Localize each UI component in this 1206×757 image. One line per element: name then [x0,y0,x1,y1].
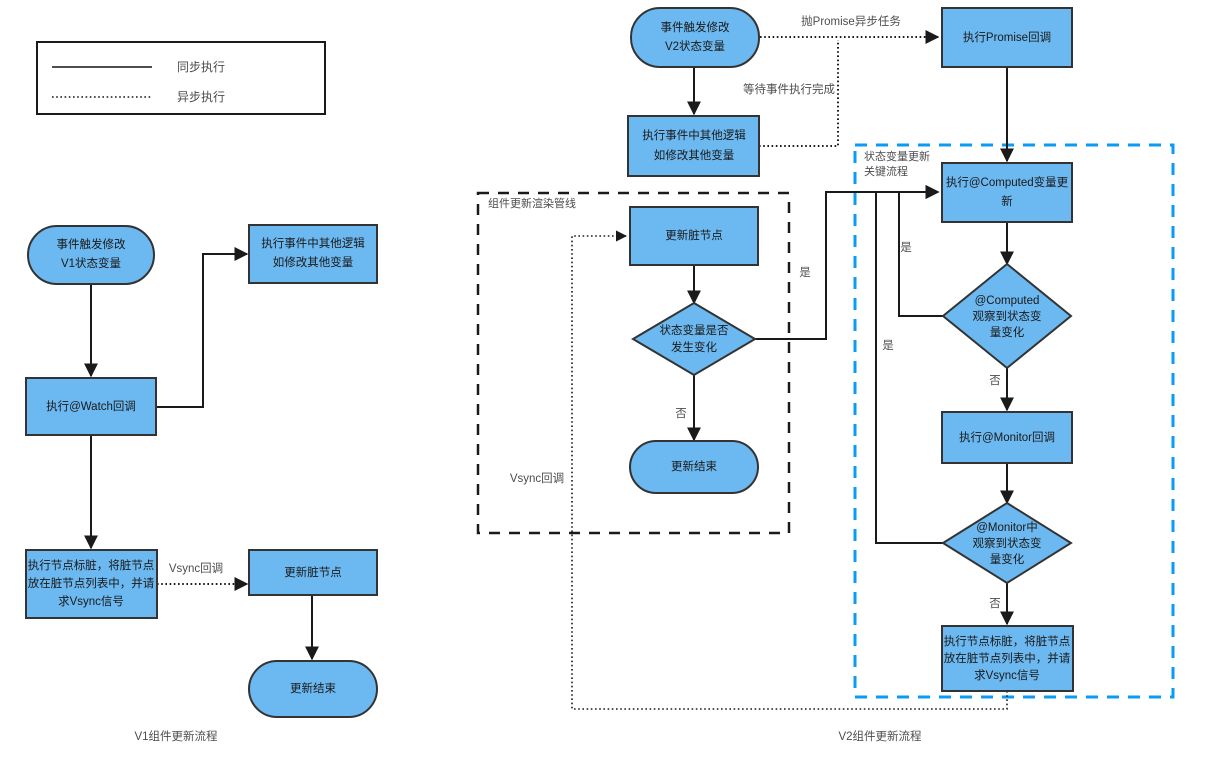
v2-node-computed-diamond-line1: @Computed [975,295,1040,307]
v2-node-update-dirty: 更新脏节点 [629,206,759,266]
v2-node-monitor-diamond-line3: 量变化 [990,552,1025,566]
v2-node-dirty-mark-line2: 放在脏节点列表中，并请 [944,651,1071,665]
v1-node-dirty-mark: 执行节点标脏，将脏节点 放在脏节点列表中，并请 求Vsync信号 [25,549,158,619]
pipeline-dashed-box [476,191,791,535]
v2-edge-label-vsync-callback: Vsync回调 [510,472,564,485]
v1-node-update-dirty: 更新脏节点 [248,549,378,596]
v2-node-start-line1: 事件触发修改 [661,20,730,34]
v2-node-update-dirty-label: 更新脏节点 [665,228,723,242]
v2-node-computed-diamond-line2: 观察到状态变 [973,309,1042,323]
v1-node-end-label: 更新结束 [290,681,336,695]
v2-node-dirty-mark-line1: 执行节点标脏，将脏节点 [944,634,1071,648]
v1-node-start-line2: V1状态变量 [61,256,121,270]
legend-box [36,41,326,115]
v1-node-other-logic: 执行事件中其他逻辑 如修改其他变量 [248,224,378,284]
pipeline-group-label: 组件更新渲染管线 [488,196,576,210]
v2-node-start-line2: V2状态变量 [665,39,725,53]
v2-node-state-changed-line2: 发生变化 [671,340,717,354]
v2-node-computed-diamond-line3: 量变化 [990,325,1025,339]
v2-node-monitor-diamond-line1: @Monitor中 [976,521,1038,534]
v2-group-key-flow: 状态变量更新 关键流程 [853,143,1175,699]
v1-node-dirty-mark-line3: 求Vsync信号 [58,595,124,608]
v2-edge-state-yes-to-computed [755,185,940,340]
v2-node-dirty-mark: 执行节点标脏，将脏节点 放在脏节点列表中，并请 求Vsync信号 [941,625,1074,692]
v1-node-end: 更新结束 [248,660,378,718]
v1-node-watch-callback: 执行@Watch回调 [25,377,157,436]
v2-node-promise-callback-label: 执行Promise回调 [963,30,1051,44]
v2-edge-label-promise-async: 抛Promise异步任务 [801,14,901,28]
v1-flow: Vsync回调 事件触发修改 V1状态变量 执行事件中其他逻辑 如修改其他变量 … [25,224,378,743]
v2-node-promise-callback: 执行Promise回调 [941,7,1073,68]
v2-node-dirty-mark-line3: 求Vsync信号 [974,669,1040,682]
v1-node-other-logic-line1: 执行事件中其他逻辑 [261,236,365,250]
v2-node-end-label: 更新结束 [671,459,717,473]
v1-node-dirty-mark-line2: 放在脏节点列表中，并请 [28,576,155,590]
v2-edge-label-no-state-changed: 否 [675,408,687,420]
v2-node-computed-update-line2: 新 [1001,194,1013,208]
v1-edge-label-vsync-callback: Vsync回调 [169,562,223,575]
key-flow-group-label-line2: 关键流程 [864,164,908,178]
legend-label-sync: 同步执行 [177,60,225,74]
v2-nodes: 事件触发修改 V2状态变量 执行Promise回调 执行事件中其他逻辑 如修改其… [627,7,1074,743]
v2-edge-label-no-monitor: 否 [989,598,1001,610]
v2-node-monitor-callback: 执行@Monitor回调 [941,411,1073,464]
v2-node-state-changed-line1: 状态变量是否 [660,323,729,337]
v2-edge-label-no-computed: 否 [989,375,1001,387]
v2-node-computed-update: 执行@Computed变量更 新 [941,162,1073,223]
key-flow-group-label-line1: 状态变量更新 [864,149,930,163]
v2-edge-label-yes-computed: 是 [900,241,912,254]
v2-node-other-logic-line2: 如修改其他变量 [654,148,735,162]
v2-group-pipeline: 组件更新渲染管线 [476,191,791,535]
v1-node-watch-label: 执行@Watch回调 [46,399,136,413]
v1-caption: V1组件更新流程 [134,729,218,743]
v1-node-dirty-mark-line1: 执行节点标脏，将脏节点 [28,558,155,572]
v2-node-end: 更新结束 [629,440,759,494]
v2-node-monitor-callback-label: 执行@Monitor回调 [959,430,1055,444]
v2-node-start: 事件触发修改 V2状态变量 [630,7,760,68]
v1-node-start: 事件触发修改 V1状态变量 [27,225,155,285]
v2-node-monitor-diamond: @Monitor中 观察到状态变 量变化 [941,501,1073,585]
v1-node-other-logic-line2: 如修改其他变量 [273,255,354,269]
v2-node-monitor-diamond-line2: 观察到状态变 [973,536,1042,550]
v2-node-computed-diamond: @Computed 观察到状态变 量变化 [941,262,1073,370]
legend-label-async: 异步执行 [177,90,225,104]
v1-node-start-line1: 事件触发修改 [57,237,126,251]
key-flow-dashed-box [853,143,1175,699]
v2-edges: 抛Promise异步任务 等待事件执行完成 是 否 是 否 Vsync回调 是 [510,14,1014,710]
v1-edge-watch-to-other-logic [156,247,249,408]
v2-edge-label-yes-state-changed: 是 [799,266,811,279]
v2-edge-label-yes-monitor: 是 [882,339,894,352]
v2-edge-label-wait-event-done: 等待事件执行完成 [743,82,835,96]
v1-node-update-dirty-label: 更新脏节点 [284,565,342,579]
v2-node-other-logic: 执行事件中其他逻辑 如修改其他变量 [627,115,760,177]
legend: 同步执行 异步执行 [36,41,326,115]
v2-node-other-logic-line1: 执行事件中其他逻辑 [642,128,746,142]
v2-node-computed-update-line1: 执行@Computed变量更 [946,175,1069,189]
v2-caption: V2组件更新流程 [838,729,922,743]
v2-node-state-changed-diamond: 状态变量是否 发生变化 [631,301,757,377]
v2-edge-wait-event-done [759,40,839,147]
